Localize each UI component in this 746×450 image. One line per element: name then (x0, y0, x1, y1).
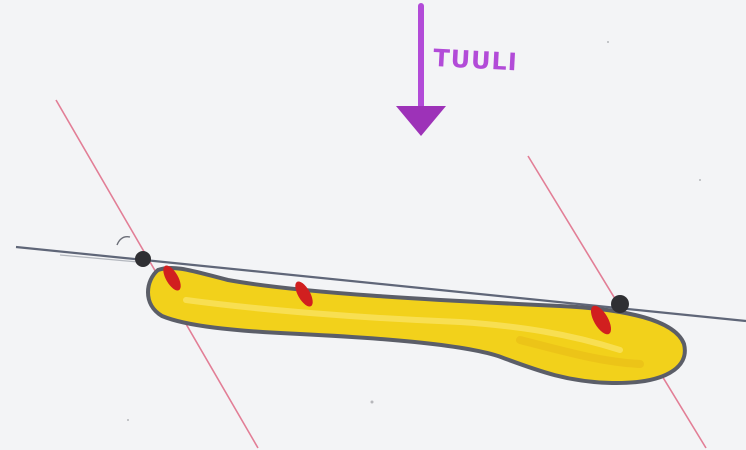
wind-label: TUULI (433, 44, 519, 76)
small-tick-mark (117, 237, 130, 245)
black-dot-icon (135, 251, 151, 267)
black-dot-icon (611, 295, 629, 313)
